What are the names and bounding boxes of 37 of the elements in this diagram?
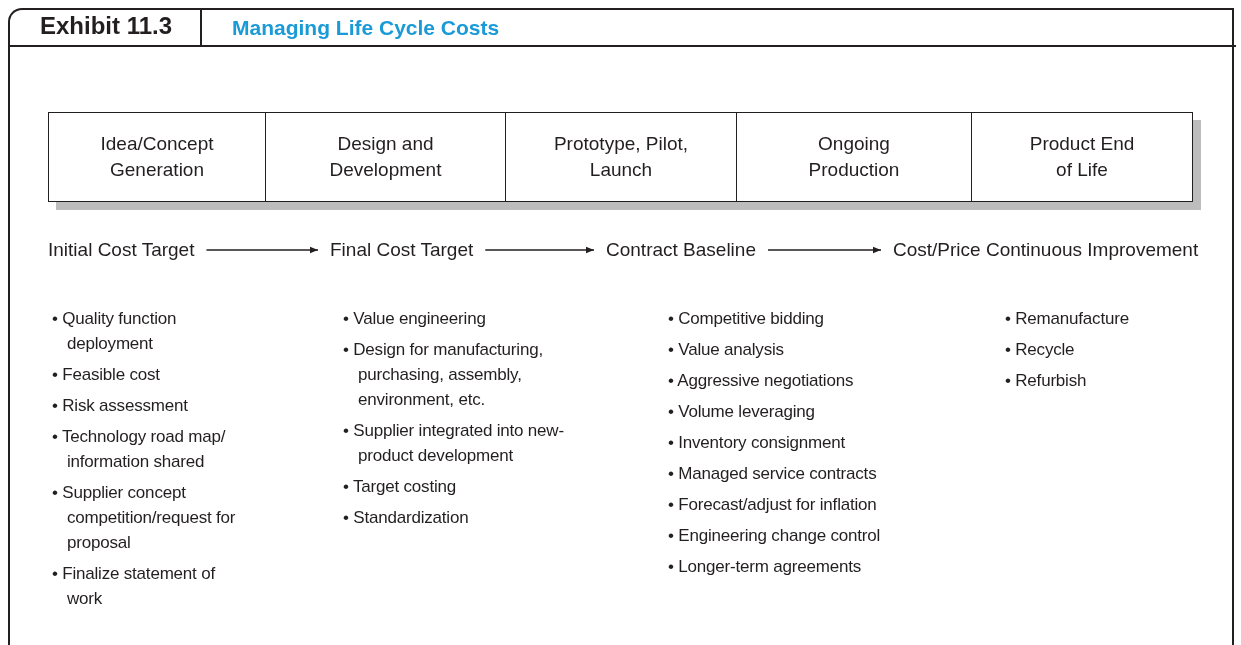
bullet-item: • Remanufacture [1005,308,1130,330]
bullet-item: • Forecast/adjust for inflation [668,494,878,516]
bullet-item: • Risk assessment [52,395,189,417]
bullet-item: • Design for manufacturing, purchasing, assembly, environment, etc. [343,339,544,411]
bullet-item: • Quality function deployment [52,308,178,355]
bullet-item: • Value engineering [343,308,487,330]
bullet-item: • Supplier concept competition/request for proposal [52,482,237,554]
bullet-item: • Inventory consignment [668,432,847,454]
bullet-item: • Target costing [343,476,457,498]
bullet-item: • Standardization [343,507,470,529]
bullet-item: • Value analysis [668,339,785,361]
bullet-item: • Feasible cost [52,364,161,386]
arrow [205,246,319,254]
cost-stage-label: Cost/Price Continuous Improvement [881,236,1211,264]
bullet-item: • Recycle [1005,339,1076,361]
phase-box: Prototype, Pilot, Launch [505,112,737,202]
bullet-item: • Managed service contracts [668,463,878,485]
bullet-item: • Competitive bidding [668,308,825,330]
bullet-item: • Refurbish [1005,370,1088,392]
bullet-item: • Longer-term agreements [668,556,862,578]
cost-stage-label: Contract Baseline [594,236,768,264]
phase-box: Design and Development [265,112,506,202]
exhibit-number: Exhibit 11.3 [40,12,173,40]
bullet-item: • Supplier integrated into new-product development [343,420,565,467]
bullet-item: • Technology road map/ information shared [52,426,227,473]
cost-stage-label: Initial Cost Target [36,236,207,264]
bullet-item: • Aggressive negotiations [668,370,855,392]
phase-box: Ongoing Production [736,112,972,202]
arrow [767,246,882,254]
bullet-item: • Engineering change control [668,525,882,547]
arrow [484,246,595,254]
diagram-title: Managing Life Cycle Costs [232,16,500,40]
cost-stage-label: Final Cost Target [318,236,486,264]
bullet-item: • Finalize statement of work [52,563,217,610]
phase-box: Idea/Concept Generation [48,112,266,202]
bullet-item: • Volume leveraging [668,401,816,423]
phase-box: Product End of Life [971,112,1193,202]
